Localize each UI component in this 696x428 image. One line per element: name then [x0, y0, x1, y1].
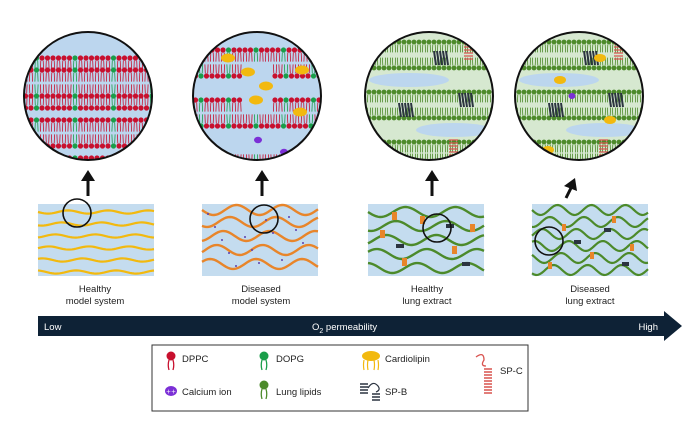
permeability-high-label: High [638, 322, 658, 333]
legend-dppc-icon [166, 351, 176, 371]
legend: DPPC DOPG Cardiolipin SP-C ++ Calcium io… [151, 344, 529, 412]
zoom-circle-diseased-model [192, 31, 322, 161]
svg-text:++: ++ [166, 389, 176, 396]
legend-spb-label: SP-B [385, 387, 407, 398]
zoom-arrow-4 [564, 178, 577, 199]
legend-dopg-icon [259, 351, 269, 371]
legend-lung-lipids-label: Lung lipids [276, 387, 322, 398]
strip-healthy-model [37, 198, 155, 276]
legend-dopg-label: DOPG [276, 354, 304, 365]
permeability-arrow: Low O2 permeability High [38, 311, 682, 341]
panel-label-1-line2: model system [66, 296, 125, 307]
legend-cardiolipin-label: Cardiolipin [385, 354, 430, 365]
strip-healthy-lung [367, 204, 485, 276]
legend-calcium-label: Calcium ion [182, 387, 232, 398]
zoom-circle-diseased-lung [514, 31, 644, 161]
legend-spc-icon [475, 353, 492, 394]
panel-label-2-line1: Diseased [241, 284, 281, 295]
panel-label-2-line2: model system [232, 296, 291, 307]
panel-label-1-line1: Healthy [79, 284, 111, 295]
panel-label-3-line1: Healthy [411, 284, 443, 295]
legend-calcium-icon: ++ [165, 386, 177, 396]
legend-cardiolipin-icon [362, 351, 380, 371]
zoom-arrow-2 [255, 170, 269, 196]
panel-label-4-line1: Diseased [570, 284, 610, 295]
panel-label-4-line2: lung extract [565, 296, 614, 307]
zoom-circle-healthy-lung [364, 31, 494, 161]
legend-spb-icon [360, 382, 380, 401]
permeability-low-label: Low [44, 322, 62, 333]
zoom-circle-healthy-model [23, 31, 153, 161]
legend-spc-label: SP-C [500, 366, 523, 377]
permeability-title: O2 permeability [312, 322, 377, 335]
zoom-arrow-3 [425, 170, 439, 196]
zoom-arrow-1 [81, 170, 95, 196]
strip-diseased-lung [531, 203, 649, 277]
legend-dppc-label: DPPC [182, 354, 209, 365]
legend-lung-lipids-icon [259, 380, 269, 400]
panel-label-3-line2: lung extract [402, 296, 451, 307]
strip-diseased-model [201, 203, 319, 276]
